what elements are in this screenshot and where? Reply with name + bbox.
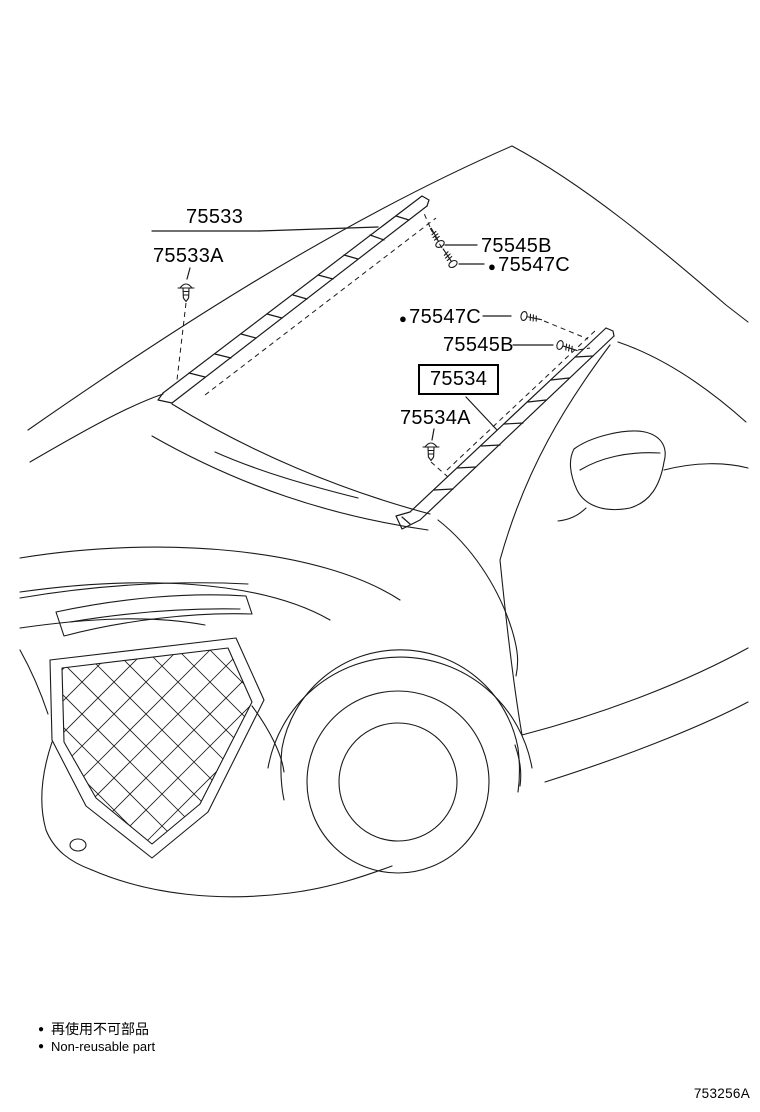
non-reusable-bullet-icon: ● — [38, 1041, 45, 1052]
clip-icon — [177, 283, 195, 303]
fog-lamp — [69, 838, 87, 852]
legend-text-en: Non-reusable part — [51, 1039, 156, 1054]
tire — [306, 690, 490, 874]
grille-mesh — [62, 648, 252, 844]
part-label-75545B-top[interactable]: 75545B — [481, 235, 552, 257]
part-label-75533[interactable]: 75533 — [186, 206, 244, 228]
diagram-code: 753256A — [693, 1086, 750, 1101]
part-number-text: 75547C — [409, 306, 482, 328]
screw-icon — [426, 225, 446, 250]
legend-non-reusable-en: ● Non-reusable part — [38, 1039, 155, 1054]
part-number-text: 75547C — [498, 254, 571, 276]
dashed-reference-lines — [176, 210, 598, 478]
legend-text-jp: 再使用不可部品 — [51, 1021, 150, 1037]
wheel-arch — [281, 649, 519, 749]
screw-icon — [519, 310, 544, 325]
part-label-75545B-mid[interactable]: 75545B — [443, 334, 514, 356]
part-label-75547C-mid[interactable]: ●75547C — [399, 306, 481, 330]
wheel-rim — [338, 722, 458, 842]
legend-non-reusable-jp: ● 再使用不可部品 — [38, 1019, 149, 1039]
moulding-75533 — [157, 195, 430, 404]
non-reusable-bullet-icon: ● — [488, 259, 497, 274]
non-reusable-bullet-icon: ● — [399, 311, 408, 326]
moulding-75534 — [395, 327, 615, 530]
front-grille — [49, 637, 265, 859]
part-label-75533A[interactable]: 75533A — [153, 245, 224, 267]
part-label-75547C-top[interactable]: ●75547C — [488, 254, 570, 278]
screw-icon — [438, 245, 459, 270]
non-reusable-bullet-icon: ● — [38, 1024, 45, 1035]
side-mirror — [569, 430, 666, 511]
part-label-75534-selected[interactable]: 75534 — [418, 364, 500, 395]
windshield-mouldings — [157, 195, 615, 530]
part-label-75534A[interactable]: 75534A — [400, 407, 471, 429]
screw-icon — [555, 339, 580, 356]
car-body — [19, 145, 749, 898]
leader-lines — [151, 226, 554, 441]
clip-icon — [422, 442, 440, 462]
headlight — [55, 594, 253, 637]
